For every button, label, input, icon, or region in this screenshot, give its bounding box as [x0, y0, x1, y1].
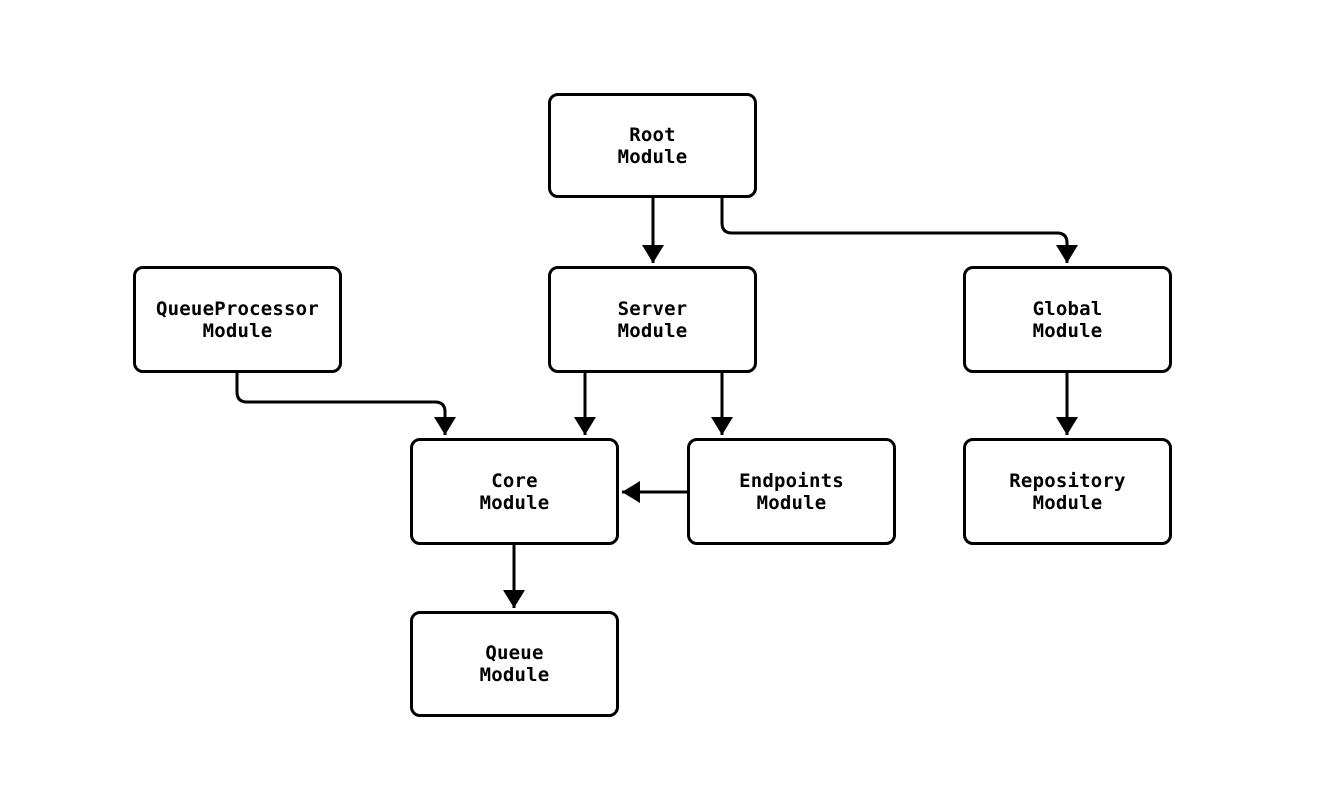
edge-root-to-global [720, 198, 1078, 263]
node-server-module-label: Server Module [617, 297, 688, 342]
node-queue-module-label: Queue Module [479, 642, 550, 686]
node-core-module: Core Module [410, 438, 619, 545]
node-repository-module: Repository Module [963, 438, 1172, 545]
node-repository-module-label: Repository Module [1009, 469, 1126, 514]
node-global-module: Global Module [963, 266, 1172, 373]
node-root-module: Root Module [548, 93, 757, 198]
node-server-module: Server Module [548, 266, 757, 373]
node-global-module-label: Global Module [1032, 297, 1103, 342]
node-queue-module: Queue Module [410, 611, 619, 717]
node-root-module-label: Root Module [617, 123, 688, 168]
node-core-module-label: Core Module [479, 469, 550, 514]
edge-queueprocessor-to-core [235, 373, 456, 435]
node-endpoints-module: Endpoints Module [687, 438, 896, 545]
node-endpoints-module-label: Endpoints Module [739, 469, 844, 514]
node-queueprocessor-module-label: QueueProcessor Module [156, 297, 319, 342]
node-queueprocessor-module: QueueProcessor Module [133, 266, 342, 373]
